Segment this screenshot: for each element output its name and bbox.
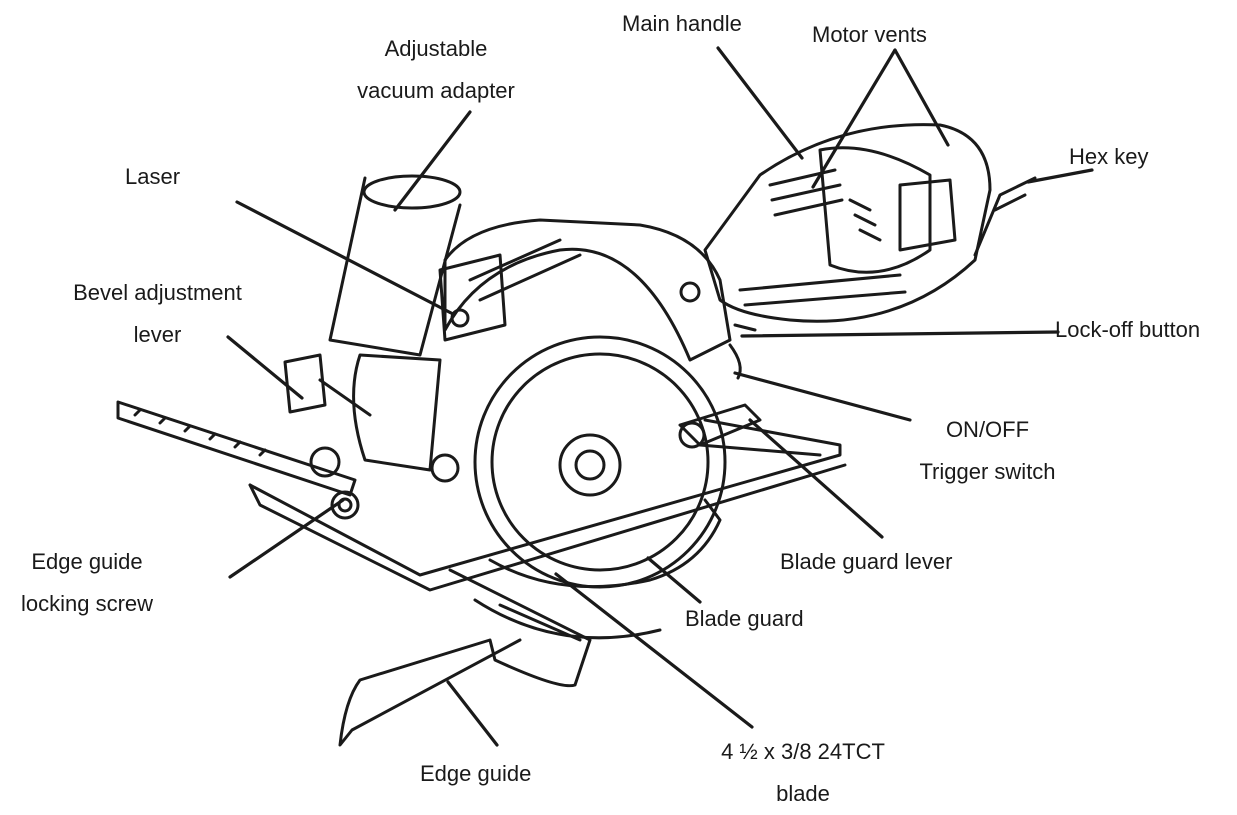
label-line: 4 ½ x 3/8 24TCT [721,739,885,764]
label-blade: 4 ½ x 3/8 24TCT blade [692,731,914,815]
leader-blade-guard-lever [748,418,884,539]
bevel-lever [283,353,327,414]
leader-laser [235,200,455,316]
label-lock-off-button: Lock-off button [1055,317,1201,342]
blade-guard-lever [678,403,762,447]
laser-housing [438,253,507,342]
motor-vents-left [768,168,844,217]
label-on-off-trigger-switch: ON/OFF Trigger switch [905,409,1070,493]
label-edge-guide: Edge guide [420,761,532,786]
label-adjustable-vacuum-adapter: Adjustable vacuum adapter [338,28,534,112]
edge-guide [338,568,592,747]
label-bevel-adjustment-lever: Bevel adjustment lever [55,272,260,356]
hex-key [973,176,1037,257]
label-motor-vents: Motor vents [812,22,927,47]
leader-edge-guide-screw [228,498,345,579]
leader-main-handle [716,46,804,160]
label-line: Trigger switch [919,459,1056,484]
base-plate [248,418,847,592]
label-line: blade [776,781,830,806]
label-line: locking screw [20,591,154,616]
leader-motor-vents-1 [811,48,897,189]
edge-guide-screw [330,490,360,520]
leader-trigger-switch [733,371,912,422]
label-line: vacuum adapter [357,78,515,103]
handle-grip [818,146,932,274]
blade-arbor [558,433,622,497]
label-main-handle: Main handle [622,11,742,36]
lower-blade-guard [488,498,722,589]
label-blade-guard: Blade guard [685,606,804,631]
trigger-switch [728,343,742,380]
label-edge-guide-locking-screw: Edge guide locking screw [2,541,172,625]
leader-edge-guide [446,680,499,747]
leader-lock-off [740,330,1060,338]
label-laser: Laser [125,164,181,189]
label-line: lever [133,322,182,347]
edge-guide-rail [116,400,357,497]
label-line: Edge guide [31,549,143,574]
label-blade-guard-lever: Blade guard lever [780,549,953,574]
upper-blade-housing [443,218,732,362]
leader-blade [554,572,754,729]
label-hex-key: Hex key [1069,144,1149,169]
label-line: Bevel adjustment [73,280,242,305]
leader-blade-guard [646,556,702,604]
leader-motor-vents-2 [893,48,950,147]
label-line: Adjustable [384,36,488,61]
lock-off-button [733,323,757,332]
motor-vents-right [848,198,882,242]
leader-vacuum-adapter [393,110,472,212]
label-line: ON/OFF [945,417,1030,442]
leader-bevel-lever [226,335,304,400]
motor-housing [703,123,992,323]
leader-hex-key [1026,168,1094,184]
